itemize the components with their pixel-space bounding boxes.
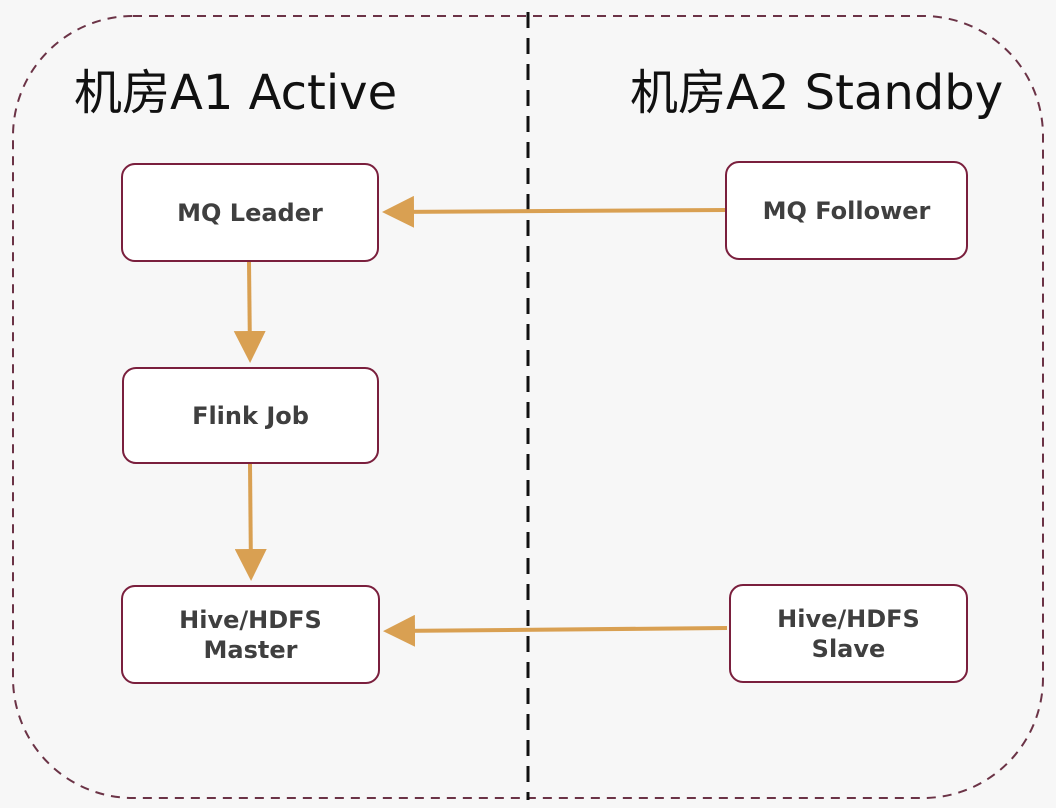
node-mq-follower: MQ Follower	[725, 161, 968, 260]
node-label-line2: Slave	[811, 634, 886, 663]
node-label: MQ Leader	[177, 198, 323, 227]
arrow-mq-leader-to-flink	[233, 261, 266, 363]
node-hive-hdfs-master: Hive/HDFS Master	[121, 585, 380, 684]
node-label: Flink Job	[192, 401, 309, 430]
zone-title-a2-standby: 机房A2 Standby	[630, 65, 1004, 121]
node-label-line1: Hive/HDFS	[179, 605, 322, 634]
node-label-line1: Hive/HDFS	[777, 604, 920, 633]
node-hive-hdfs-slave: Hive/HDFS Slave	[729, 584, 968, 683]
zone-title-a1-active: 机房A1 Active	[74, 65, 398, 121]
node-flink-job: Flink Job	[122, 367, 379, 464]
node-mq-leader: MQ Leader	[121, 163, 379, 262]
node-label: MQ Follower	[762, 196, 931, 225]
arrow-flink-to-hive-master	[234, 463, 267, 581]
node-label-line2: Master	[203, 635, 298, 664]
arrow-hive-slave-to-master	[383, 614, 728, 647]
arrow-mq-follower-to-leader	[382, 195, 728, 228]
